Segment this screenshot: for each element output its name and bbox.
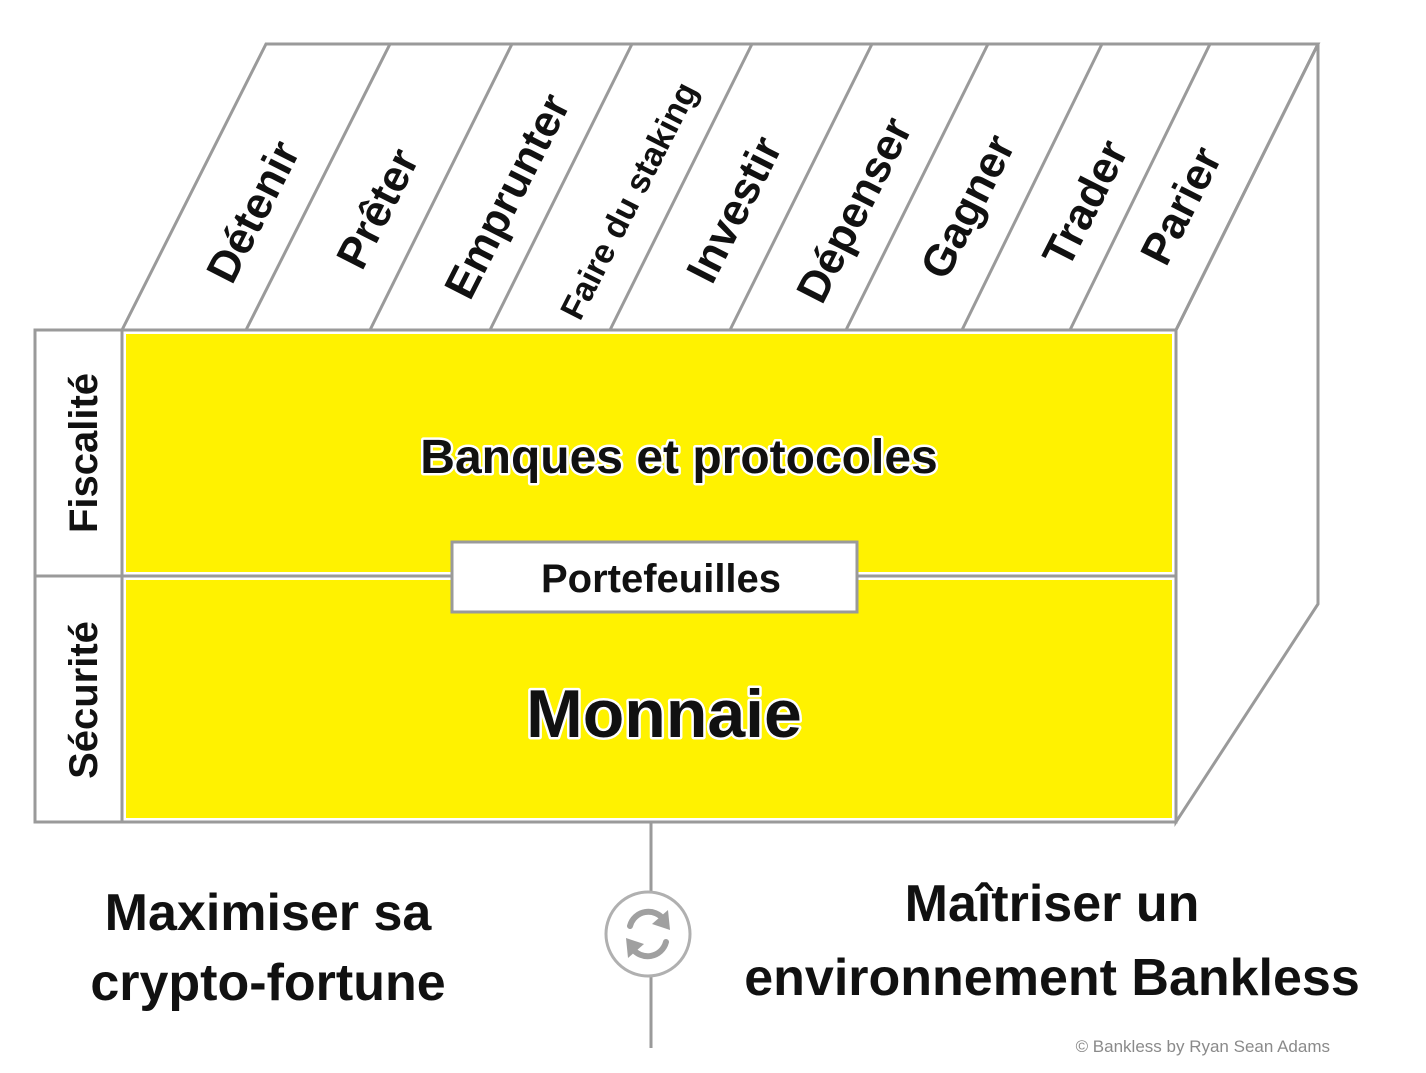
caption-left-line2: crypto-fortune <box>90 954 445 1012</box>
caption-right-line2: environnement Bankless <box>744 949 1360 1007</box>
caption-left-line1: Maximiser sa <box>105 884 433 942</box>
layer-top-fill <box>126 334 1172 572</box>
activity-earn: Gagner <box>911 127 1025 287</box>
banks-protocols-label: Banques et protocoles <box>420 431 937 484</box>
caption-right-line1: Maîtriser un <box>905 875 1200 933</box>
activity-lend: Prêter <box>327 141 428 277</box>
activity-hold: Détenir <box>197 133 309 290</box>
activity-spend: Dépenser <box>787 110 922 311</box>
security-label: Sécurité <box>62 621 106 779</box>
copyright-notice: © Bankless by Ryan Sean Adams <box>1076 1037 1330 1056</box>
layer-bottom-fill <box>126 580 1172 818</box>
wallets-label: Portefeuilles <box>541 557 781 601</box>
activity-labels: Détenir Prêter Emprunter Faire du stakin… <box>197 76 1231 326</box>
activity-invest: Investir <box>677 129 792 291</box>
activity-bet: Parier <box>1131 139 1231 272</box>
taxation-label: Fiscalité <box>62 373 106 533</box>
refresh-icon <box>604 890 692 978</box>
money-label: Monnaie <box>526 676 802 752</box>
wallets-box <box>450 540 859 614</box>
activity-borrow: Emprunter <box>435 86 580 306</box>
activity-dividers <box>244 43 1212 331</box>
